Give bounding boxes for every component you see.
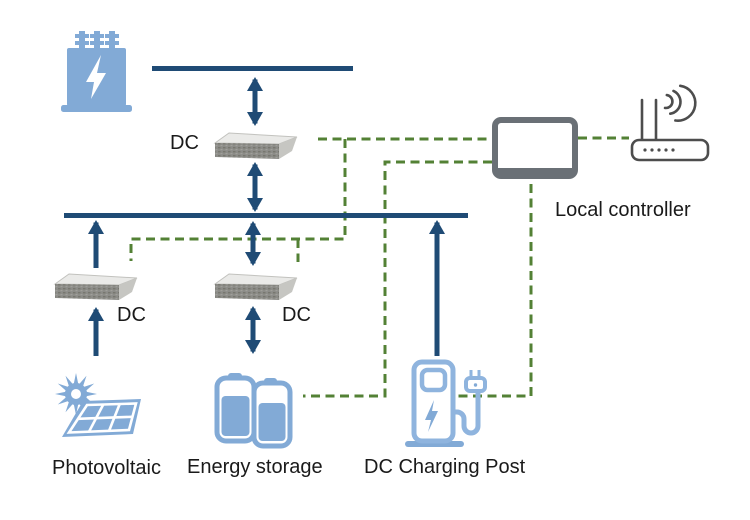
battery-charge-level <box>221 396 250 436</box>
comm-link-converters-branch <box>129 139 347 261</box>
grid-dc-converter-icon <box>213 132 298 159</box>
charger-cable <box>450 390 481 436</box>
charger-screen <box>419 367 448 393</box>
lightning-bolt-icon <box>86 55 106 99</box>
power-lines <box>64 66 468 356</box>
storage-converter-label: DC <box>282 304 311 326</box>
battery-charge-level <box>258 403 286 441</box>
pv-dc-converter-icon <box>53 273 138 300</box>
grid-converter-label: DC <box>170 132 199 154</box>
energy-storage-label: Energy storage <box>187 456 323 478</box>
plug-icon <box>464 370 487 393</box>
monitor-icon <box>492 117 578 179</box>
transformer-icon <box>61 31 132 112</box>
dc-charging-post-label: DC Charging Post <box>364 456 526 478</box>
ev-charger-icon <box>405 359 487 447</box>
wifi-router-icon <box>630 84 710 162</box>
solar-panel-grid <box>66 402 138 434</box>
storage-dc-converter-icon <box>213 273 298 300</box>
wifi-signal-icon <box>663 84 697 122</box>
battery-pair-icon <box>214 373 293 449</box>
router-leds <box>643 148 675 152</box>
local-controller-label: Local controller <box>555 199 691 221</box>
router-body <box>630 138 710 162</box>
lightning-bolt-icon <box>425 400 438 432</box>
solar-panel-icon <box>55 373 141 437</box>
transformer-base <box>61 105 132 112</box>
transformer-bushings <box>75 31 119 49</box>
pv-converter-label: DC <box>117 304 146 326</box>
comm-link-controller-to-battery <box>303 160 492 398</box>
photovoltaic-label: Photovoltaic <box>52 457 161 479</box>
